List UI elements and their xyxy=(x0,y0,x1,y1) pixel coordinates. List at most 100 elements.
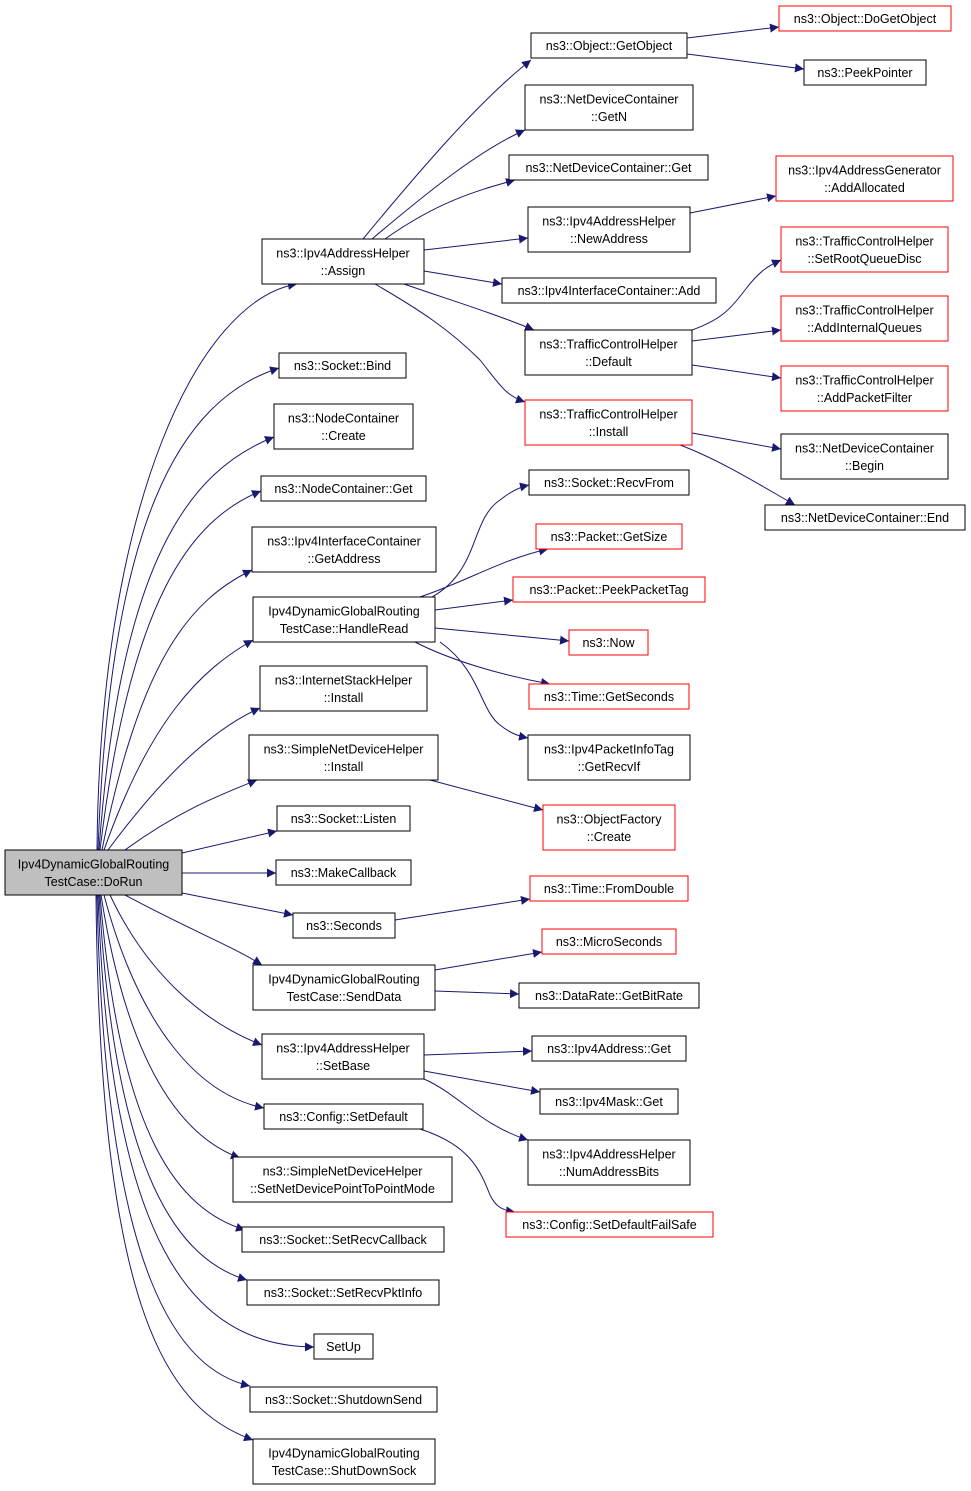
node-getbitrate[interactable]: ns3::DataRate::GetBitRate xyxy=(518,982,700,1009)
call-edge-tch_install-to-ndc_begin xyxy=(691,432,782,452)
node-peekpointer[interactable]: ns3::PeekPointer xyxy=(803,59,927,86)
node-box xyxy=(568,629,649,656)
node-label: ns3::Socket::SetRecvPktInfo xyxy=(264,1286,422,1300)
node-setp2p[interactable]: ns3::SimpleNetDeviceHelper::SetNetDevice… xyxy=(232,1156,453,1203)
node-label: ns3::Ipv4AddressHelper xyxy=(276,246,409,260)
node-box xyxy=(252,596,436,643)
node-box xyxy=(4,849,183,896)
node-setrecvcb[interactable]: ns3::Socket::SetRecvCallback xyxy=(241,1226,445,1253)
node-box xyxy=(780,226,949,273)
call-edge-assign-to-ic_add xyxy=(423,270,503,287)
node-seconds[interactable]: ns3::Seconds xyxy=(292,912,396,939)
node-addintq[interactable]: ns3::TrafficControlHelper::AddInternalQu… xyxy=(780,295,949,342)
node-label: ns3::SimpleNetDeviceHelper xyxy=(264,742,424,756)
node-label: TestCase::DoRun xyxy=(45,875,143,889)
node-label: ns3::NodeContainer xyxy=(288,411,399,425)
node-label: Ipv4DynamicGlobalRouting xyxy=(268,1446,420,1460)
node-label: ns3::Packet::GetSize xyxy=(551,530,668,544)
node-label: ns3::MicroSeconds xyxy=(556,935,662,949)
call-edge-seconds-to-fromdouble xyxy=(394,895,531,921)
node-box xyxy=(252,1438,436,1485)
node-label: ns3::Socket::Bind xyxy=(294,359,391,373)
node-label: ns3::Socket::RecvFrom xyxy=(544,476,674,490)
node-box xyxy=(263,1103,424,1130)
node-addpf[interactable]: ns3::TrafficControlHelper::AddPacketFilt… xyxy=(780,365,949,412)
node-handleread[interactable]: Ipv4DynamicGlobalRoutingTestCase::Handle… xyxy=(252,596,436,643)
node-numaddrbits[interactable]: ns3::Ipv4AddressHelper::NumAddressBits xyxy=(527,1139,691,1186)
call-edge-root-to-setup xyxy=(97,894,315,1352)
node-label: ns3::Ipv4Address::Get xyxy=(547,1042,671,1056)
node-microseconds[interactable]: ns3::MicroSeconds xyxy=(541,928,677,955)
node-tch_install[interactable]: ns3::TrafficControlHelper::Install xyxy=(524,399,693,446)
node-label: ::GetRecvIf xyxy=(578,760,641,774)
node-ndc_get[interactable]: ns3::NetDeviceContainer::Get xyxy=(508,154,709,181)
node-setrootqd[interactable]: ns3::TrafficControlHelper::SetRootQueueD… xyxy=(780,226,949,273)
node-newaddress[interactable]: ns3::Ipv4AddressHelper::NewAddress xyxy=(527,206,691,253)
node-now[interactable]: ns3::Now xyxy=(568,629,649,656)
node-box xyxy=(780,295,949,342)
node-fromdouble[interactable]: ns3::Time::FromDouble xyxy=(529,875,689,902)
node-getobject[interactable]: ns3::Object::GetObject xyxy=(530,32,688,59)
node-tch_default[interactable]: ns3::TrafficControlHelper::Default xyxy=(524,329,693,376)
node-ndc_begin[interactable]: ns3::NetDeviceContainer::Begin xyxy=(780,433,949,480)
node-setrecvpkt[interactable]: ns3::Socket::SetRecvPktInfo xyxy=(246,1279,440,1306)
call-edge-root-to-setp2p xyxy=(100,894,241,1160)
node-label: ns3::ObjectFactory xyxy=(557,812,663,826)
node-assign[interactable]: ns3::Ipv4AddressHelper::Assign xyxy=(261,238,425,285)
node-shutdownsend[interactable]: ns3::Socket::ShutdownSend xyxy=(249,1386,438,1413)
node-ic_add[interactable]: ns3::Ipv4InterfaceContainer::Add xyxy=(501,277,717,304)
node-ipv4addr_get[interactable]: ns3::Ipv4Address::Get xyxy=(531,1035,687,1062)
call-edge-root-to-ish_install xyxy=(107,707,261,851)
call-edge-root-to-nc_get xyxy=(99,490,262,851)
node-box xyxy=(505,1211,714,1238)
node-setdefaultfs[interactable]: ns3::Config::SetDefaultFailSafe xyxy=(505,1211,714,1238)
node-getseconds[interactable]: ns3::Time::GetSeconds xyxy=(528,683,690,710)
node-bind[interactable]: ns3::Socket::Bind xyxy=(278,352,407,379)
node-label: Ipv4DynamicGlobalRouting xyxy=(18,857,170,871)
node-ndc_end[interactable]: ns3::NetDeviceContainer::End xyxy=(764,504,966,531)
call-edge-root-to-shutdownsock xyxy=(95,894,254,1442)
node-label: ns3::Object::DoGetObject xyxy=(794,12,937,26)
node-setdefault[interactable]: ns3::Config::SetDefault xyxy=(263,1103,424,1130)
node-box xyxy=(524,399,693,446)
node-box xyxy=(278,352,407,379)
node-senddata[interactable]: Ipv4DynamicGlobalRoutingTestCase::SendDa… xyxy=(252,964,436,1011)
node-label: ns3::NetDeviceContainer xyxy=(795,441,934,455)
call-edges xyxy=(95,23,805,1442)
node-getsize[interactable]: ns3::Packet::GetSize xyxy=(535,523,683,550)
node-peektag[interactable]: ns3::Packet::PeekPacketTag xyxy=(512,576,706,603)
node-box xyxy=(803,59,927,86)
node-setup[interactable]: SetUp xyxy=(313,1333,374,1360)
node-nc_create[interactable]: ns3::NodeContainer::Create xyxy=(273,403,414,450)
node-label: ns3::Ipv4AddressHelper xyxy=(542,1147,675,1161)
node-box xyxy=(535,523,683,550)
node-shutdownsock[interactable]: Ipv4DynamicGlobalRoutingTestCase::ShutDo… xyxy=(252,1438,436,1485)
node-setbase[interactable]: ns3::Ipv4AddressHelper::SetBase xyxy=(261,1033,425,1080)
node-objfactory[interactable]: ns3::ObjectFactory::Create xyxy=(542,804,676,851)
node-getrecvif[interactable]: ns3::Ipv4PacketInfoTag::GetRecvIf xyxy=(527,734,691,781)
call-edge-assign-to-getobject xyxy=(362,59,532,240)
call-edge-root-to-senddata xyxy=(124,894,263,966)
node-ipv4mask_get[interactable]: ns3::Ipv4Mask::Get xyxy=(539,1088,679,1115)
node-ic_getaddr[interactable]: ns3::Ipv4InterfaceContainer::GetAddress xyxy=(251,526,437,573)
node-box xyxy=(512,576,706,603)
node-box xyxy=(251,526,437,573)
node-box xyxy=(764,504,966,531)
node-label: Ipv4DynamicGlobalRouting xyxy=(268,972,420,986)
node-ndc_getn[interactable]: ns3::NetDeviceContainer::GetN xyxy=(524,84,694,131)
node-sndh_install[interactable]: ns3::SimpleNetDeviceHelper::Install xyxy=(248,734,439,781)
node-nc_get[interactable]: ns3::NodeContainer::Get xyxy=(260,475,427,502)
node-box xyxy=(780,365,949,412)
node-recvfrom[interactable]: ns3::Socket::RecvFrom xyxy=(528,469,690,496)
node-ish_install[interactable]: ns3::InternetStackHelper::Install xyxy=(259,665,428,712)
call-edge-assign-to-tch_install xyxy=(374,283,526,404)
node-dogetobject[interactable]: ns3::Object::DoGetObject xyxy=(778,5,952,32)
node-label: ::Install xyxy=(324,691,364,705)
call-edge-root-to-sndh_install xyxy=(124,779,258,851)
call-edge-assign-to-tch_default xyxy=(403,283,535,331)
node-label: ns3::NetDeviceContainer xyxy=(540,92,679,106)
node-addrgen[interactable]: ns3::Ipv4AddressGenerator::AddAllocated xyxy=(775,155,954,202)
node-listen[interactable]: ns3::Socket::Listen xyxy=(276,805,411,832)
node-makecb[interactable]: ns3::MakeCallback xyxy=(275,859,412,886)
